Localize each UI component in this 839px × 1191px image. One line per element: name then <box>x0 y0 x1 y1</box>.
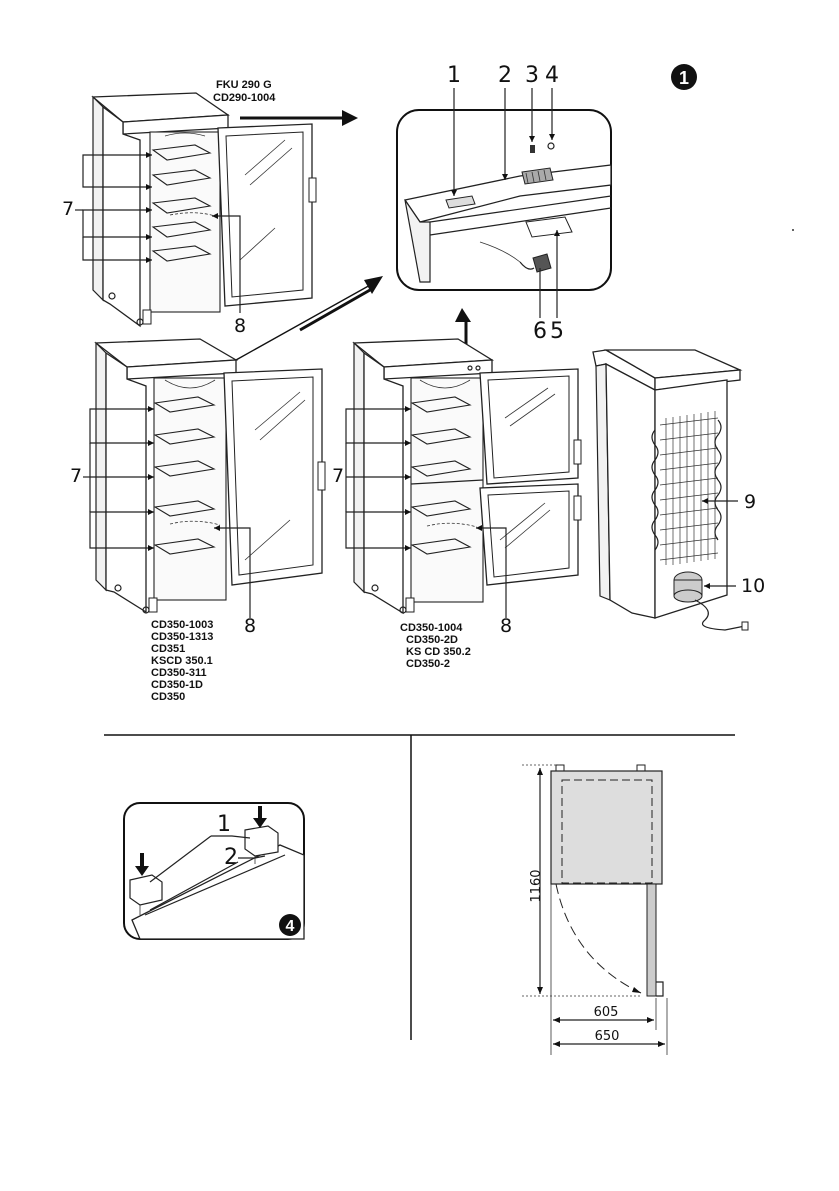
model-right-4: CD350-2 <box>406 658 450 670</box>
callout-7-top: 7 <box>62 198 74 220</box>
model-right-1: CD350-1004 <box>400 622 463 634</box>
model-label-top-1: FKU 290 G <box>216 79 272 91</box>
spacer-mounting-inset: 1 2 4 <box>124 803 304 939</box>
model-left-3: CD351 <box>151 643 185 655</box>
callout-8-top: 8 <box>234 315 246 337</box>
callout-8-left: 8 <box>244 615 256 637</box>
model-left-1: CD350-1003 <box>151 619 213 631</box>
model-left-7: CD350 <box>151 691 185 703</box>
model-left-2: CD350-1313 <box>151 631 213 643</box>
model-left-6: CD350-1D <box>151 679 203 691</box>
callout-6-detail: 6 <box>533 319 547 344</box>
figure-badge: 1 <box>671 64 697 90</box>
model-right-2: CD350-2D <box>406 634 458 646</box>
inset-badge-number: 4 <box>286 918 295 935</box>
callout-10: 10 <box>741 575 765 597</box>
inset-callout-1: 1 <box>217 812 231 837</box>
callout-5-detail: 5 <box>550 319 564 344</box>
callout-4-detail: 4 <box>545 63 559 88</box>
model-right-3: KS CD 350.2 <box>406 646 471 658</box>
dimension-drawing: 1160 605 650 <box>522 765 667 1055</box>
model-label-top-2: CD290-1004 <box>213 92 276 104</box>
dimension-depth-door: 605 <box>594 1005 619 1020</box>
single-door-fridge-illustration: 7 8 CD350-1003 CD350-1313 CD351 KSCD 350… <box>70 339 325 703</box>
callout-8-middle: 8 <box>500 615 512 637</box>
two-door-fridge-illustration: 7 8 CD350-1004 CD350-2D KS CD 350.2 CD35… <box>332 339 581 670</box>
callout-9: 9 <box>744 491 756 513</box>
callout-3-detail: 3 <box>525 63 539 88</box>
callout-2-detail: 2 <box>498 63 512 88</box>
model-left-5: CD350-311 <box>151 667 207 679</box>
callout-7-left: 7 <box>70 465 82 487</box>
rear-view-fridge-illustration: 9 10 <box>593 350 765 630</box>
top-fridge-illustration: FKU 290 G CD290-1004 7 <box>62 79 358 337</box>
model-left-4: KSCD 350.1 <box>151 655 213 667</box>
dimension-height: 1160 <box>529 869 544 902</box>
dimension-depth-total: 650 <box>595 1029 620 1044</box>
callout-7-middle: 7 <box>332 465 344 487</box>
figure-badge-number: 1 <box>679 68 689 88</box>
callout-1-detail: 1 <box>447 63 461 88</box>
